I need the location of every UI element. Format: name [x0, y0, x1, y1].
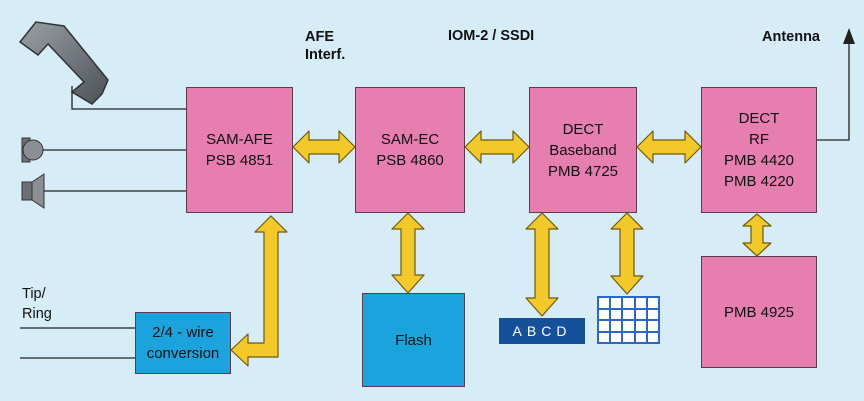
block-part-number: PSB 4860	[376, 152, 444, 169]
sam-ec-block: SAM-EC PSB 4860	[355, 87, 465, 213]
block-label: RF	[749, 131, 769, 148]
arrow-rf-pmb4925	[742, 213, 772, 257]
keypad-icon	[597, 296, 660, 344]
display-block: ABCD	[499, 318, 585, 344]
block-part-number: PMB 4420	[723, 152, 795, 169]
afe-label-line1: AFE	[305, 29, 334, 45]
afe-label-line2: Interf.	[305, 47, 346, 63]
block-part-number: PMB 4220	[723, 173, 795, 190]
speaker-icon	[21, 173, 45, 209]
signal-lines	[20, 44, 850, 359]
arrow-afe-ec	[292, 130, 356, 164]
block-label: Baseband	[549, 141, 617, 159]
afe-interface-label: AFE Interf.	[305, 28, 345, 64]
block-label: DECT	[562, 120, 604, 138]
arrow-baseband-rf	[636, 130, 702, 164]
block-part-number: PMB 4925	[723, 303, 795, 321]
block-label: 2/4 - wire	[152, 324, 214, 341]
telephone-handset-icon	[18, 21, 109, 105]
block-label: SAM-AFE	[206, 131, 273, 148]
sam-afe-block: SAM-AFE PSB 4851	[186, 87, 293, 213]
dect-rf-block: DECT RF PMB 4420 PMB 4220	[701, 87, 817, 213]
arrow-ec-baseband	[464, 130, 530, 164]
antenna-label: Antenna	[762, 29, 820, 45]
ring-label: Ring	[22, 306, 52, 322]
arrow-afe-conversion	[230, 215, 288, 367]
iom-bus-label: IOM-2 / SSDI	[448, 28, 535, 44]
tip-label: Tip/	[22, 286, 46, 302]
dect-baseband-block: DECT Baseband PMB 4725	[529, 87, 637, 213]
block-label: DECT	[738, 110, 780, 127]
arrow-ec-flash	[391, 212, 425, 294]
bus-arrows	[230, 130, 772, 367]
block-label: Flash	[395, 331, 432, 349]
wire-conversion-block: 2/4 - wire conversion	[135, 312, 231, 374]
flash-block: Flash	[362, 293, 465, 387]
block-part-number: PMB 4725	[547, 162, 619, 180]
microphone-icon	[21, 137, 44, 163]
arrow-baseband-keypad	[610, 212, 644, 295]
block-part-number: PSB 4851	[205, 152, 274, 169]
block-label: conversion	[146, 345, 220, 362]
tip-ring-label: Tip/ Ring	[22, 284, 52, 324]
arrow-baseband-abcd	[525, 212, 559, 317]
antenna-arrow-icon	[843, 28, 855, 44]
block-label: SAM-EC	[380, 131, 440, 148]
pmb4925-block: PMB 4925	[701, 256, 817, 368]
